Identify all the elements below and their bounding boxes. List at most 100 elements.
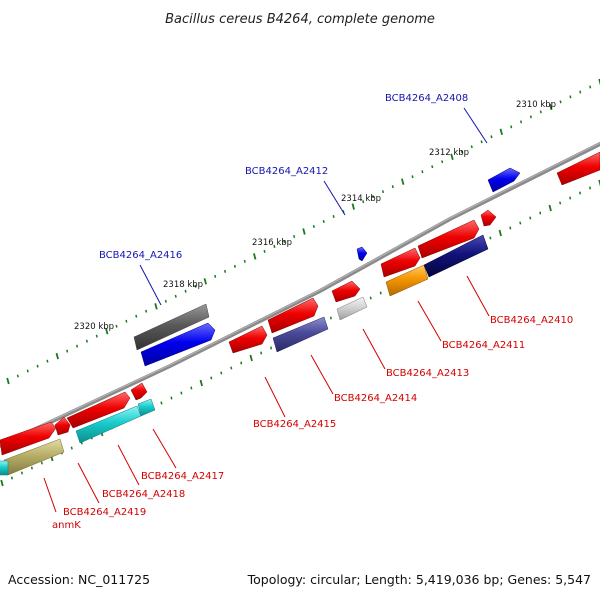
gene-label-a2419[interactable]: BCB4264_A2419 <box>63 507 146 518</box>
connector-a2413 <box>362 328 386 370</box>
inner-minor-tick <box>260 351 263 355</box>
gene-label-a2412[interactable]: BCB4264_A2412 <box>245 166 328 177</box>
inner-major-tick <box>199 379 203 387</box>
outer-minor-tick <box>381 190 385 194</box>
outer-minor-tick <box>539 110 542 114</box>
outer-minor-tick <box>145 309 148 313</box>
reverse-gene-red-small-2[interactable] <box>130 382 148 401</box>
gene-label-a2411[interactable]: BCB4264_A2411 <box>442 340 525 351</box>
label-connectors <box>43 107 490 513</box>
tick-label-2318: 2318 kbp <box>163 280 203 290</box>
inner-minor-tick <box>489 236 492 240</box>
outer-minor-tick <box>371 195 375 199</box>
outer-minor-tick <box>391 185 394 189</box>
outer-minor-tick <box>194 284 197 288</box>
gene-label-a2417[interactable]: BCB4264_A2417 <box>141 471 224 482</box>
outer-minor-tick <box>26 369 29 373</box>
reverse-strand-genes <box>0 209 497 476</box>
outer-minor-tick <box>223 269 227 273</box>
gene-label-a2408[interactable]: BCB4264_A2408 <box>385 93 468 104</box>
forward-gene-right-edge[interactable] <box>556 151 600 186</box>
reverse-gene-slate-a2414[interactable] <box>272 316 329 353</box>
inner-minor-tick <box>160 401 163 405</box>
outer-minor-tick <box>490 135 493 139</box>
tick-label-2312: 2312 kbp <box>429 148 469 158</box>
reverse-gene-red-a2418[interactable] <box>66 391 131 429</box>
map-title: Bacillus cereus B4264, complete genome <box>165 12 435 27</box>
forward-gene-a2416[interactable] <box>140 322 216 367</box>
outer-minor-tick <box>233 264 237 268</box>
inner-minor-tick <box>240 361 243 365</box>
gene-label-a2410[interactable]: BCB4264_A2410 <box>490 315 573 326</box>
reverse-gene-red-a2415[interactable] <box>228 325 268 354</box>
connector-a2418 <box>117 444 140 486</box>
outer-minor-tick <box>283 240 286 243</box>
reverse-gene-red-large[interactable] <box>267 297 319 334</box>
gene-label-a2416[interactable]: BCB4264_A2416 <box>99 250 182 261</box>
outer-minor-tick <box>243 259 246 263</box>
genome-backbone-shine <box>0 142 600 446</box>
outer-major-tick <box>549 103 553 111</box>
inner-major-tick <box>548 204 552 212</box>
outer-minor-tick <box>135 314 138 318</box>
gene-label-a2413[interactable]: BCB4264_A2413 <box>386 368 469 379</box>
tick-label-2310: 2310 kbp <box>516 100 556 110</box>
outer-minor-tick <box>16 374 19 378</box>
outer-major-tick <box>55 352 59 360</box>
forward-gene-a2412[interactable] <box>356 246 368 262</box>
outer-minor-tick <box>411 175 414 179</box>
outer-minor-tick <box>559 100 562 104</box>
inner-minor-tick <box>539 211 542 215</box>
forward-gene-a2408[interactable] <box>487 167 521 193</box>
outer-minor-tick <box>164 299 167 303</box>
gene-label-a2418[interactable]: BCB4264_A2418 <box>102 489 185 500</box>
outer-major-tick <box>105 327 109 335</box>
reverse-gene-gray-a2413[interactable] <box>336 296 368 321</box>
forward-gene-gray[interactable] <box>133 303 210 351</box>
inner-minor-tick <box>30 466 33 470</box>
outer-minor-tick <box>184 289 187 293</box>
inner-minor-tick <box>578 191 582 195</box>
accession-text: Accession: NC_011725 <box>8 572 151 587</box>
gene-label-anmk[interactable]: anmK <box>52 520 81 531</box>
outer-minor-tick <box>589 85 592 89</box>
gene-label-a2415[interactable]: BCB4264_A2415 <box>253 419 336 430</box>
outer-minor-tick <box>332 215 335 218</box>
outer-minor-tick <box>431 165 434 169</box>
outer-major-tick <box>6 377 10 385</box>
reverse-gene-cyan-a2417[interactable] <box>137 398 156 417</box>
outer-minor-tick <box>95 334 98 338</box>
genome-backbone <box>0 141 600 448</box>
inner-minor-tick <box>180 391 183 395</box>
reverse-gene-cyan-left[interactable] <box>0 460 9 476</box>
reverse-gene-red-mid[interactable] <box>380 247 421 278</box>
reverse-gene-orange-a2411[interactable] <box>385 264 429 297</box>
reverse-gene-red-a2413[interactable] <box>331 280 361 303</box>
inner-minor-tick <box>40 461 43 465</box>
reverse-gene-red-a2411[interactable] <box>417 219 480 259</box>
reverse-gene-red-small-1[interactable] <box>54 416 71 436</box>
connector-a2419 <box>77 462 100 504</box>
outer-major-tick <box>598 78 600 86</box>
reverse-gene-red-small-right[interactable] <box>480 209 497 227</box>
tick-label-2316: 2316 kbp <box>252 238 292 248</box>
gene-label-a2414[interactable]: BCB4264_A2414 <box>334 393 417 404</box>
inner-minor-tick <box>190 386 193 390</box>
connector-a2411 <box>417 300 442 342</box>
reverse-gene-red-left-1[interactable] <box>0 421 57 456</box>
inner-minor-tick <box>529 216 532 220</box>
outer-minor-tick <box>36 364 39 368</box>
tick-label-2314: 2314 kbp <box>341 194 381 204</box>
reverse-gene-navy-a2410[interactable] <box>423 234 489 278</box>
outer-minor-tick <box>460 150 463 154</box>
inner-minor-tick <box>379 291 382 295</box>
inner-major-tick <box>0 479 4 487</box>
outer-minor-tick <box>529 115 533 119</box>
inner-minor-tick <box>230 366 233 370</box>
gene-labels: BCB4264_A2408 BCB4264_A2412 BCB4264_A241… <box>52 93 573 531</box>
outer-minor-tick <box>569 95 572 99</box>
outer-major-tick <box>401 178 405 185</box>
inner-minor-tick <box>20 471 24 475</box>
outer-major-tick <box>203 278 207 285</box>
